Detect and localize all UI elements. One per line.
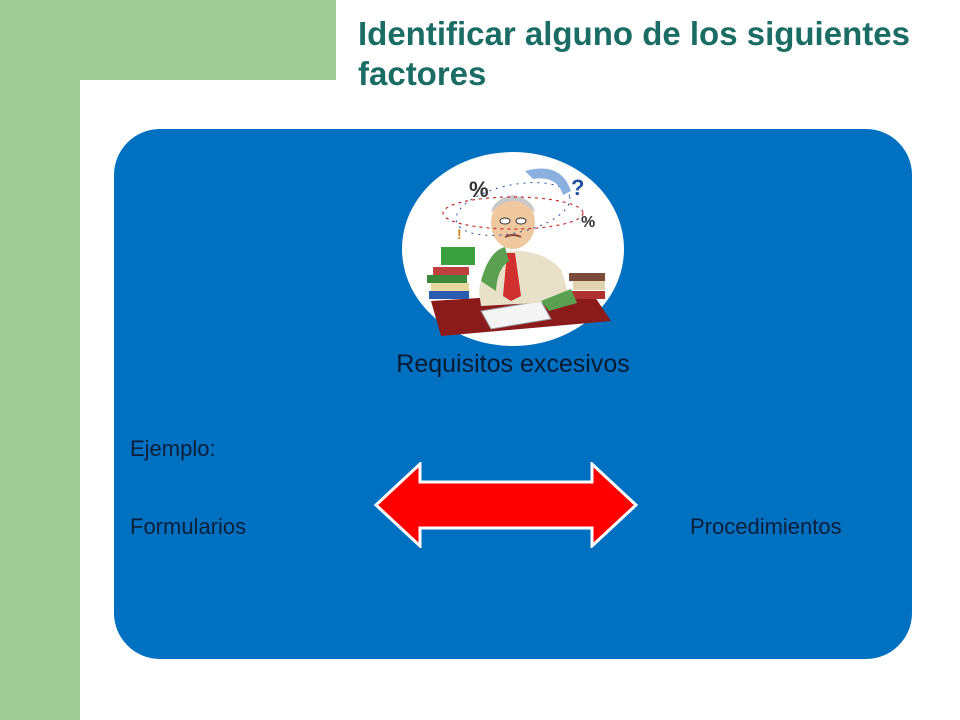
exclamation-glyph: !: [457, 226, 462, 242]
factor-caption: Requisitos excesivos: [396, 350, 630, 378]
slide-title: Identificar alguno de los siguientes fac…: [358, 15, 910, 92]
double-arrow-icon: [374, 462, 638, 548]
example-label: Ejemplo:: [130, 436, 216, 461]
sidebar-bar: [0, 0, 80, 720]
overwhelmed-worker-illustration: % ? % !: [402, 152, 624, 346]
procedures-label: Procedimientos: [690, 514, 842, 539]
header-bar: [0, 0, 336, 80]
percent-glyph: %: [469, 177, 489, 202]
content-corner: [80, 80, 140, 140]
percent-glyph-small: %: [581, 214, 595, 231]
forms-label: Formularios: [130, 514, 247, 539]
question-glyph: ?: [571, 175, 584, 200]
